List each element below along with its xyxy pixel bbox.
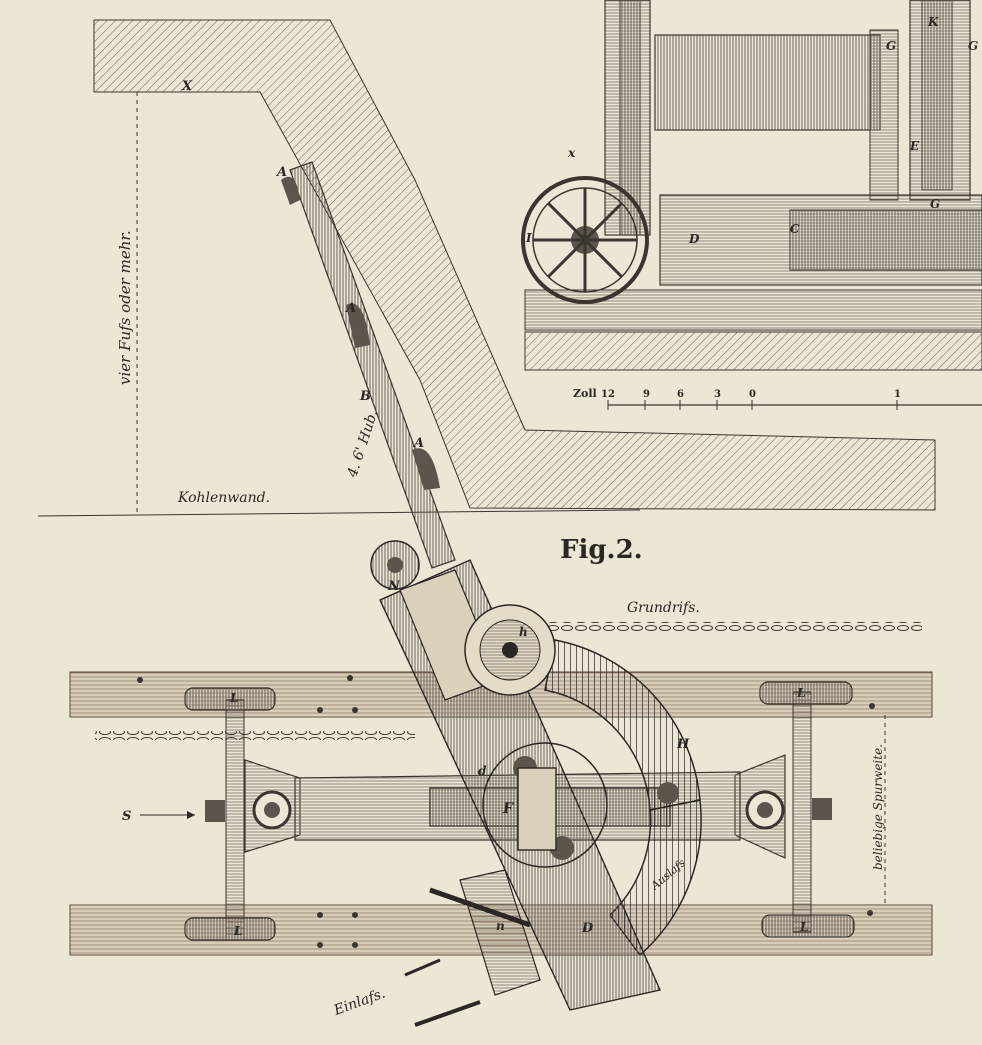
cylinder-assembly (140, 540, 679, 1027)
letter-h: h (519, 625, 528, 639)
letter-L4: L (799, 920, 808, 934)
scale-tick-3: 3 (714, 389, 721, 400)
letter-X: X (181, 79, 193, 94)
letter-B: B (359, 389, 371, 404)
upper-chain (540, 622, 922, 631)
letter-L3: L (796, 686, 805, 700)
lower-chain (95, 731, 415, 740)
letter-G3: G (930, 197, 940, 211)
drill-rod (281, 161, 456, 569)
letter-x: x (567, 146, 576, 160)
figure-subtitle: Grundrifs. (627, 600, 700, 616)
letter-A2: A (344, 301, 356, 316)
upper-mechanism (521, 0, 982, 371)
letter-A3: A (412, 436, 424, 451)
letter-C: C (790, 222, 800, 236)
letter-I: I (525, 231, 532, 245)
letter-G1: G (886, 39, 896, 53)
scale-tick-12: 12 (601, 389, 615, 400)
letter-G2: G (968, 39, 978, 53)
letter-F: F (502, 801, 514, 817)
letter-D-top: D (688, 232, 700, 246)
letter-L1: L (229, 691, 238, 705)
letter-L2: L (233, 924, 242, 938)
figure-title: Fig.2. (560, 535, 643, 565)
scale-tick-6: 6 (677, 389, 684, 400)
letter-N: N (387, 579, 401, 594)
coal-wall-label: Kohlenwand. (177, 490, 270, 506)
coal-wall-baseline (37, 509, 641, 517)
letter-D: D (581, 921, 594, 936)
scale-tick-9: 9 (643, 389, 650, 400)
letter-S: S (122, 809, 131, 824)
letter-K: K (927, 15, 939, 29)
height-note: vier Fufs oder mehr. (116, 230, 134, 385)
wheels (184, 681, 855, 941)
scale-bar (607, 400, 982, 410)
letter-d: d (478, 764, 487, 778)
letter-n: n (496, 919, 505, 933)
scale-tick-0: 0 (749, 389, 756, 400)
letter-H: H (676, 737, 690, 752)
coal-wall-section (93, 19, 936, 511)
track-width-label: beliebige Spurweite. (871, 744, 885, 870)
letter-A1: A (275, 165, 287, 180)
scale-unit: Zoll (573, 387, 597, 400)
letter-E: E (909, 139, 920, 153)
scale-tick-1: 1 (894, 389, 901, 400)
